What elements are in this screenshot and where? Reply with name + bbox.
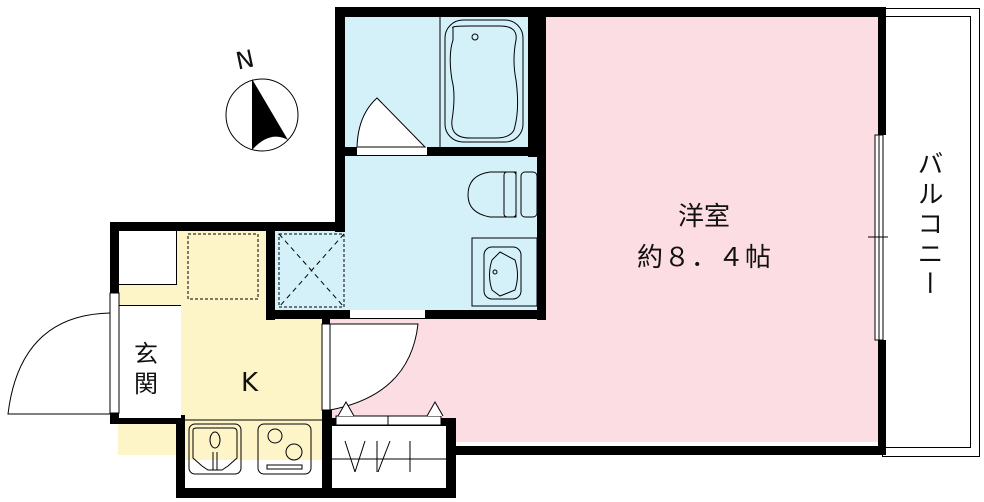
wall — [110, 415, 185, 424]
wall — [455, 446, 885, 455]
wall — [537, 150, 546, 320]
wall — [335, 147, 535, 156]
wall — [335, 7, 885, 17]
wall — [335, 7, 345, 232]
entrance-label-2: 関 — [134, 370, 158, 398]
wall — [878, 340, 886, 455]
wall — [266, 222, 275, 320]
wall — [528, 7, 546, 157]
stove-icon — [257, 423, 312, 475]
kitchen-label: K — [241, 368, 259, 398]
entrance-label-1: 玄 — [134, 340, 158, 368]
shoe-cabinet — [119, 231, 177, 285]
entrance — [119, 305, 181, 418]
western-room — [545, 16, 878, 442]
wall — [322, 318, 330, 324]
balcony-inner-line — [882, 16, 971, 448]
wall — [446, 418, 456, 498]
refrigerator-space-icon — [187, 233, 259, 300]
bathtub-icon — [439, 17, 524, 147]
balcony-label: バルコニー — [913, 150, 943, 300]
kitchen-counter — [185, 419, 322, 475]
wall — [878, 7, 886, 135]
wall — [110, 222, 345, 231]
balcony-window[interactable] — [868, 134, 888, 341]
western-room-name: 洋室 — [678, 202, 731, 232]
room-door[interactable] — [321, 323, 419, 411]
wall — [176, 415, 185, 497]
entrance-door[interactable] — [7, 292, 120, 415]
wall — [176, 488, 456, 498]
western-room-size: 約８．４帖 — [637, 243, 773, 273]
washing-machine-space-icon — [278, 233, 345, 308]
north-arrow-icon — [225, 78, 299, 152]
closet-icon[interactable] — [332, 400, 446, 488]
wall — [110, 222, 119, 294]
washbasin-icon — [471, 237, 538, 307]
toilet-icon — [467, 171, 538, 218]
washroom-door[interactable] — [350, 310, 425, 318]
washroom — [345, 156, 537, 310]
bathroom-door[interactable] — [356, 97, 427, 155]
balcony — [882, 8, 980, 457]
wall — [322, 410, 332, 498]
